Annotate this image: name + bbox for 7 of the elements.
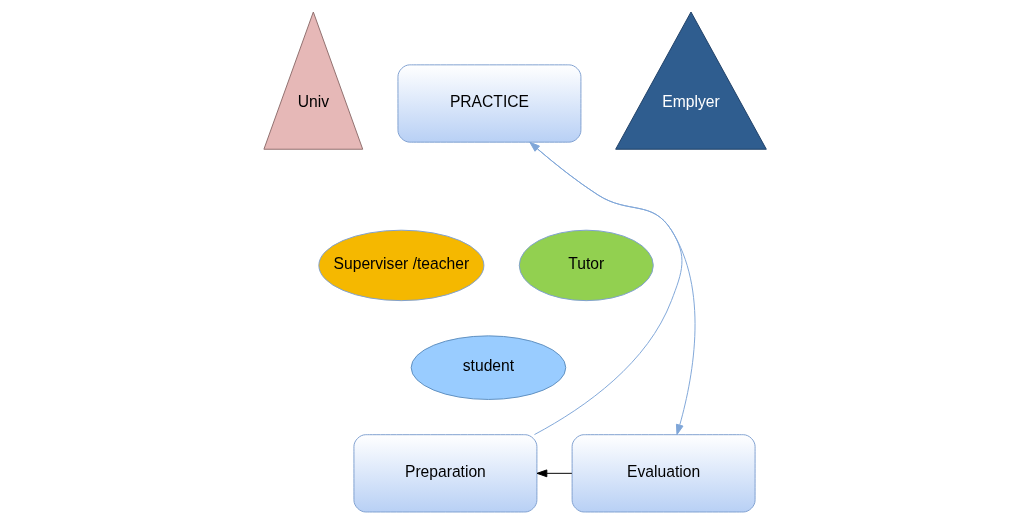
node-box: Evaluation [571, 434, 756, 513]
node-ellipse: Tutor [518, 229, 654, 302]
node-box: PRACTICE [396, 64, 581, 143]
arrow [536, 469, 572, 478]
node-ellipse: Superviser /teacher [317, 229, 484, 302]
node-box: Preparation [352, 434, 537, 513]
node-ellipse: student [410, 335, 566, 400]
